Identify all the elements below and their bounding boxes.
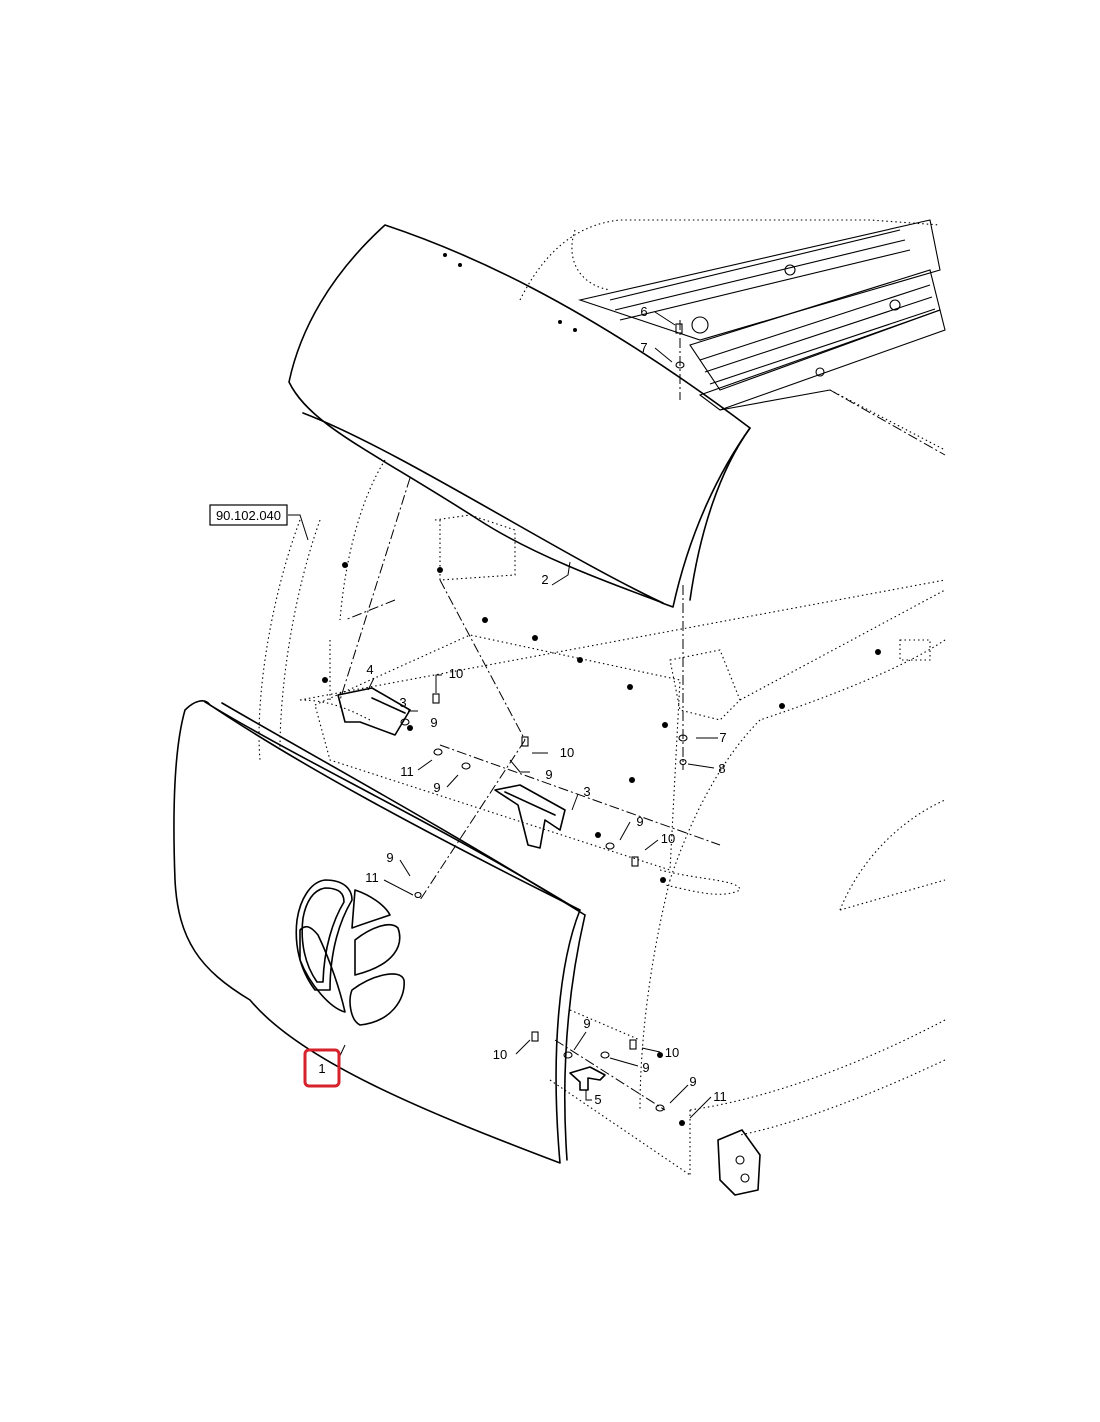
callout-10[interactable]: 10	[449, 666, 463, 681]
callout-7[interactable]: 7	[640, 340, 647, 355]
callout-6[interactable]: 6	[640, 304, 647, 319]
nut-icon	[679, 758, 687, 766]
fasteners	[400, 323, 688, 1112]
callout-4[interactable]: 4	[366, 662, 373, 677]
washer-icon	[655, 1104, 665, 1112]
callout-9[interactable]: 9	[689, 1074, 696, 1089]
nut-icon	[414, 891, 422, 899]
callout-9[interactable]: 9	[583, 1016, 590, 1031]
washer-icon	[678, 734, 688, 742]
callout-11[interactable]: 11	[713, 1089, 727, 1104]
side-bracket	[717, 1129, 761, 1196]
washer-icon	[461, 762, 471, 770]
callout-1[interactable]: 1	[318, 1061, 325, 1076]
machine-body-outline	[258, 219, 946, 1176]
plate-holes	[322, 562, 881, 1126]
front-grille-panel-part-1	[173, 700, 586, 1164]
leader-lines	[288, 311, 718, 1119]
bolt-icon	[675, 323, 683, 334]
grille-slots	[609, 229, 936, 385]
callout-9[interactable]: 9	[433, 780, 440, 795]
washer-icon	[400, 718, 410, 726]
bracket-part-4	[337, 687, 411, 736]
callout-10[interactable]: 10	[560, 745, 574, 760]
callout-labels: 1 2 3 3 4 5 6 7 7 8 9 9 9 9 9 9 9 9 10 1…	[318, 304, 726, 1107]
bolt-icon	[629, 1039, 637, 1050]
reference-label[interactable]: 90.102.040	[216, 508, 281, 523]
bracket-part-5	[569, 1066, 606, 1091]
callout-11[interactable]: 11	[400, 764, 414, 779]
panel-2-holes	[443, 253, 577, 332]
callout-10[interactable]: 10	[661, 831, 675, 846]
bolt-icon	[432, 693, 440, 704]
callout-9[interactable]: 9	[386, 850, 393, 865]
center-lines	[339, 320, 946, 1111]
radiator-grille-assembly	[577, 219, 946, 411]
callout-3[interactable]: 3	[399, 695, 406, 710]
washer-icon	[433, 748, 443, 756]
washer-icon	[563, 1051, 573, 1059]
highlight-box	[303, 1048, 341, 1088]
bracket-part-3	[494, 784, 566, 849]
upper-panel-part-2	[288, 224, 751, 608]
callout-10[interactable]: 10	[665, 1045, 679, 1060]
callout-3[interactable]: 3	[583, 784, 590, 799]
callout-10[interactable]: 10	[493, 1047, 507, 1062]
callout-7[interactable]: 7	[719, 730, 726, 745]
callout-9[interactable]: 9	[430, 715, 437, 730]
bolt-icon	[631, 856, 639, 867]
callout-5[interactable]: 5	[594, 1092, 601, 1107]
callout-9[interactable]: 9	[642, 1060, 649, 1075]
washer-icon	[600, 1051, 610, 1059]
callout-9[interactable]: 9	[545, 767, 552, 782]
callout-2[interactable]: 2	[541, 572, 548, 587]
reference-box[interactable]: 90.102.040	[209, 504, 288, 526]
washer-icon	[605, 842, 615, 850]
washer-icon	[675, 361, 685, 369]
callout-9[interactable]: 9	[636, 814, 643, 829]
callout-8[interactable]: 8	[718, 761, 725, 776]
bolt-icon	[521, 736, 529, 747]
mounting-plate	[314, 562, 881, 1126]
bolt-icon	[531, 1031, 539, 1042]
callout-11[interactable]: 11	[365, 870, 379, 885]
logo-leaf-icon	[295, 879, 405, 1026]
